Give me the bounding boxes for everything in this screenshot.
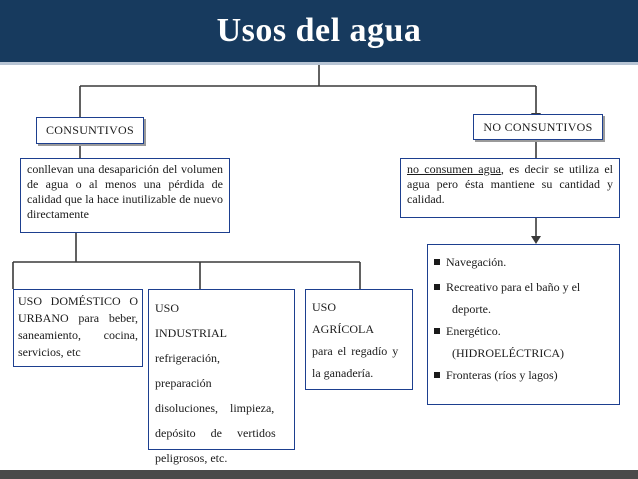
agricola-line-2: AGRÍCOLA bbox=[312, 322, 374, 336]
industrial-line-3: preparación de bbox=[155, 376, 336, 390]
consuntivos-label: CONSUNTIVOS bbox=[36, 117, 144, 144]
list-item-recreativo-cont: deporte. bbox=[452, 302, 491, 316]
no-consuntivos-description: no consumen agua, es decir se utiliza el… bbox=[400, 158, 620, 218]
banner-stripe bbox=[0, 62, 638, 65]
arrow-right-list bbox=[531, 236, 541, 244]
square-bullet-icon bbox=[434, 284, 440, 290]
no-consuntivos-label: NO CONSUNTIVOS bbox=[473, 114, 603, 140]
square-bullet-icon bbox=[434, 372, 440, 378]
no-consuntivos-description-text: , es decir se utiliza el agua pero ésta … bbox=[407, 162, 614, 206]
list-item-energetico: Energético. bbox=[432, 322, 615, 341]
no-consuntivos-list-box: Navegación. Recreativo para el baño y el… bbox=[427, 244, 620, 405]
industrial-line-4: disoluciones, limpieza, bbox=[155, 401, 275, 415]
no-consuntivos-list: Navegación. Recreativo para el baño y el… bbox=[432, 253, 615, 385]
list-item-recreativo: Recreativo para el baño y el bbox=[432, 278, 615, 297]
industrial-line-1: USO INDUSTRIAL bbox=[155, 296, 288, 346]
square-bullet-icon bbox=[434, 328, 440, 334]
no-consuntivos-underlined: no consumen agua bbox=[407, 162, 501, 176]
agricola-line-3: para el regadío y bbox=[312, 344, 399, 358]
uso-industrial-box: USO INDUSTRIAL refrigeración, preparació… bbox=[148, 289, 336, 465]
consuntivos-description-text: conllevan una desaparición del volumen d… bbox=[27, 162, 223, 221]
agricola-line-1: USO bbox=[312, 300, 337, 314]
list-item-fronteras: Fronteras (ríos y lagos) bbox=[432, 366, 615, 385]
bottom-bar bbox=[0, 470, 638, 479]
industrial-line-5: depósito de vertidos bbox=[155, 426, 276, 440]
list-item-energetico-cont: (HIDROELÉCTRICA) bbox=[452, 346, 564, 360]
uso-agricola-box: USO AGRÍCOLA para el regadío y la ganade… bbox=[305, 289, 413, 390]
title-banner bbox=[0, 0, 638, 62]
list-item-navegacion: Navegación. bbox=[432, 253, 615, 272]
industrial-line-2: refrigeración, bbox=[155, 351, 220, 365]
uso-domestico-box: USO DOMÉSTICO O URBANO para beber, sanea… bbox=[13, 289, 143, 367]
industrial-line-1-text: USO INDUSTRIAL bbox=[155, 301, 227, 340]
uso-domestico-text: USO DOMÉSTICO O URBANO para beber, sanea… bbox=[18, 294, 138, 359]
industrial-line-6: peligrosos, etc. bbox=[155, 451, 228, 465]
agricola-line-4: la ganadería. bbox=[312, 366, 374, 380]
square-bullet-icon bbox=[434, 259, 440, 265]
consuntivos-description: conllevan una desaparición del volumen d… bbox=[20, 158, 230, 233]
page-title: Usos del agua bbox=[216, 12, 422, 49]
